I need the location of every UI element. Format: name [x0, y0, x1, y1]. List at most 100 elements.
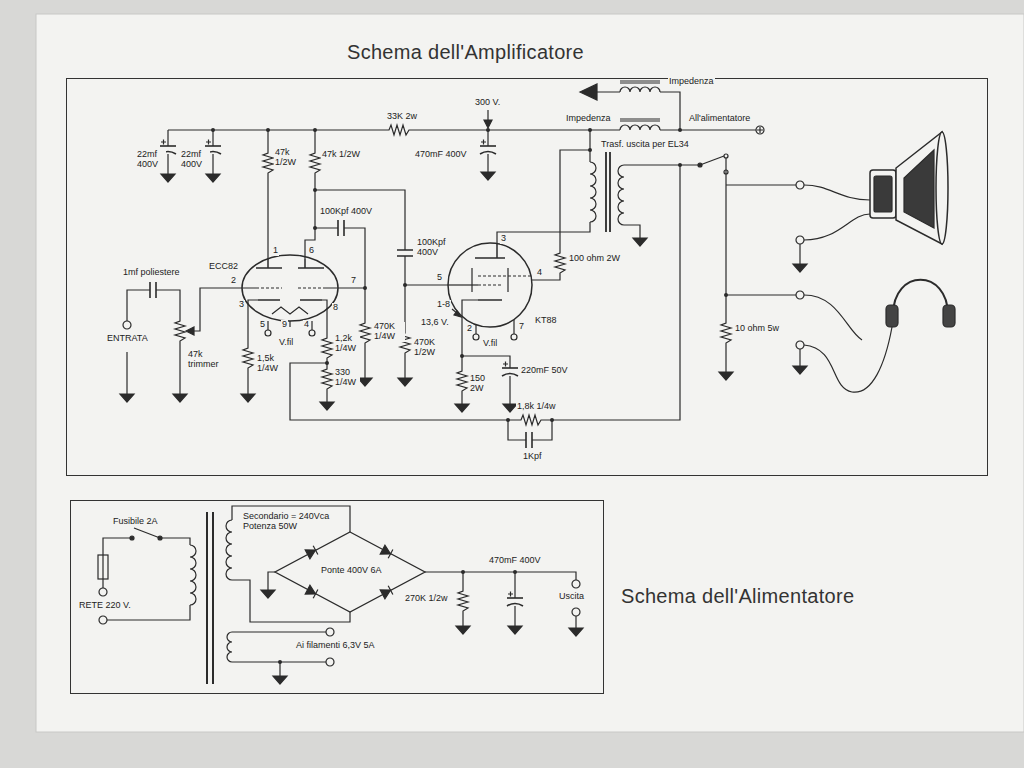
amplifier-wiring-part: [870, 170, 896, 218]
component-label: 270K 1/2w: [404, 594, 456, 604]
amplifier-wiring-part: [310, 150, 320, 176]
power-supply-wiring-part: [279, 662, 280, 670]
power-supply-wiring-part: [458, 588, 468, 614]
component-label: ECC82: [208, 262, 239, 272]
power-supply-wiring-part-part: [388, 549, 393, 558]
amplifier-wiring-part: [936, 132, 948, 244]
frame-heading: Schema dell'Alimentatore: [621, 585, 854, 608]
component-label: KT88: [534, 316, 558, 326]
amplifier-wiring-part: [243, 345, 253, 371]
amplifier-wiring-part: [123, 321, 131, 329]
component-label: 1Kpf: [522, 452, 543, 462]
power-supply-wiring-part-part: [305, 546, 318, 559]
component-label: 1,8k 1/4w: [516, 402, 557, 412]
amplifier-wiring-part: [633, 232, 647, 246]
power-supply-wiring-part-part: [380, 586, 393, 599]
amplifier-wiring-part: [796, 291, 804, 299]
amplifier-wiring-part: [589, 130, 590, 162]
component-label: 7: [518, 322, 525, 332]
component-label: Fusibile 2A: [112, 517, 159, 527]
component-label: 150 2W: [469, 374, 499, 394]
amplifier-wiring-part: [793, 360, 807, 374]
amplifier-wiring-part: [475, 243, 505, 258]
component-label: Ponte 400V 6A: [320, 566, 383, 576]
amplifier-wiring-part: [590, 162, 596, 222]
amplifier-wiring-part: [508, 420, 552, 440]
amplifier-wiring-part: [874, 176, 892, 212]
component-label: 470K 1/2W: [413, 338, 445, 358]
amplifier-wiring-part: [478, 276, 532, 285]
amplifier-wiring-part: [363, 286, 367, 290]
amplifier-wiring-part: [168, 130, 488, 168]
amplifier-wiring-part: [192, 288, 242, 331]
amplifier-wiring-part: [360, 320, 370, 346]
amplifier-wiring-part: [618, 165, 624, 225]
amplifier-wiring-part: [503, 398, 517, 412]
amplifier-wiring-part: [405, 284, 448, 285]
component-label: 1: [272, 246, 279, 256]
amplifier-frame: Schema dell'Amplificatore: [66, 78, 988, 476]
power-supply-wiring-part: [456, 620, 470, 634]
amplifier-wiring-part: [678, 163, 682, 167]
amplifier-wiring-part: [462, 300, 510, 398]
amplifier-wiring-part: [258, 299, 322, 301]
amplifier-wiring-part: [305, 130, 315, 259]
amplifier-wiring-part: [256, 287, 324, 288]
power-supply-wiring-part: [305, 546, 318, 559]
component-label: 300 V.: [474, 98, 501, 108]
amplifier-wiring-part: [168, 129, 756, 130]
power-supply-wiring-part: [326, 658, 334, 666]
component-label: 100Kpf 400V: [319, 207, 373, 217]
power-supply-wiring-part: [261, 584, 275, 598]
power-supply-wiring-part: [99, 616, 107, 624]
amplifier-wiring-part: [448, 243, 532, 327]
power-supply-wiring-part: [514, 572, 515, 620]
component-label: 470mF 400V: [488, 556, 542, 566]
amplifier-wiring-part: [678, 128, 682, 132]
component-label: RETE 220 V.: [78, 601, 132, 611]
amplifier-wiring-part: [476, 320, 514, 334]
component-label: 220mF 50V: [520, 366, 569, 376]
amplifier-wiring-part: [580, 84, 597, 100]
component-label: 3: [500, 234, 507, 244]
power-supply-wiring-part: [268, 572, 275, 584]
component-label: 9: [281, 320, 288, 330]
power-supply-wiring-part: [227, 632, 232, 662]
amplifier-wiring: [120, 81, 955, 448]
amplifier-wiring-part: [309, 330, 315, 336]
power-supply-wiring-part: [508, 620, 522, 634]
amplifier-wiring-part: [315, 190, 405, 372]
amplifier-wiring-part: [473, 334, 479, 340]
amplifier-wiring-part: [358, 372, 372, 386]
power-supply-wiring-part: [158, 536, 162, 540]
power-supply-wiring-part: [572, 580, 580, 588]
component-label: 7: [350, 276, 357, 286]
amplifier-wiring-part: [460, 354, 464, 358]
component-label: 47k trimmer: [187, 350, 225, 370]
component-label: 4: [536, 268, 543, 278]
amplifier-wiring-part: [719, 366, 733, 380]
component-label: 47k 1/2W: [274, 148, 304, 168]
component-label: 5: [436, 273, 443, 283]
amplifier-wiring-part: [804, 295, 862, 340]
amplifier-wiring-part: [186, 327, 194, 335]
component-label: 470mF 400V: [414, 150, 468, 160]
amplifier-wiring-part: [272, 307, 308, 314]
frame-heading: Schema dell'Amplificatore: [347, 41, 584, 64]
amplifier-wiring-part: [290, 165, 680, 420]
power-supply-wiring-part: [273, 670, 287, 684]
amplifier-wiring-part: [268, 321, 312, 330]
amplifier-wiring-part: [267, 130, 268, 259]
amplifier-wiring-part: [322, 366, 332, 392]
amplifier-wiring-part: [624, 165, 700, 232]
power-supply-wiring-part-part: [380, 545, 393, 558]
power-supply-wiring-part: [190, 545, 196, 605]
component-label: 2: [230, 276, 237, 286]
amplifier-wiring-part: [724, 154, 728, 158]
amplifier-wiring-part: [518, 415, 544, 425]
power-supply-wiring-part-part: [313, 546, 318, 555]
amplifier-wiring-part: [606, 152, 610, 232]
component-label: 10 ohm 5w: [734, 324, 780, 334]
component-label: 2: [466, 324, 473, 334]
